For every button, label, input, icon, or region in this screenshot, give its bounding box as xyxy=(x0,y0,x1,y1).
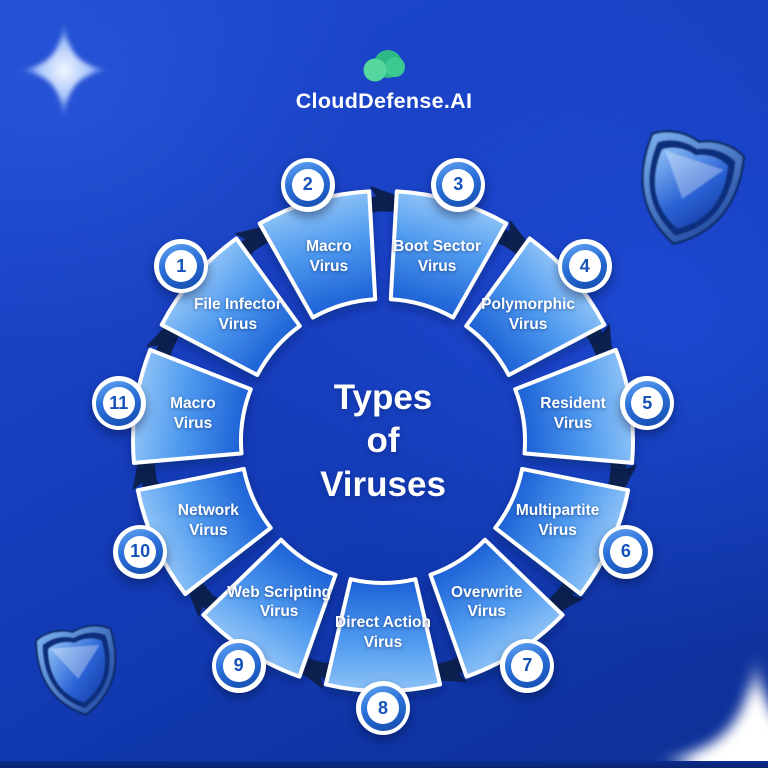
segment-number: 5 xyxy=(642,392,653,413)
segment-wedge xyxy=(493,466,631,596)
segment-wedge xyxy=(388,189,509,320)
segment-number-badge: 2 xyxy=(280,157,335,212)
bottom-edge-strip xyxy=(0,761,768,768)
green-cloud-icon xyxy=(363,50,405,82)
segment-number: 9 xyxy=(233,655,244,676)
segment-number-badge: 11 xyxy=(91,376,146,430)
segment-number: 4 xyxy=(579,255,590,276)
segment-number: 11 xyxy=(109,392,129,413)
segment-number-badge: 6 xyxy=(598,524,653,579)
brand-header: CloudDefense.AI xyxy=(0,48,768,114)
segment-wedge xyxy=(323,577,443,693)
title-line: Viruses xyxy=(320,464,446,504)
segment-wedge xyxy=(131,347,253,465)
title-line: of xyxy=(366,421,400,461)
segment-wedge xyxy=(257,189,378,320)
diagram-title: Types of Viruses xyxy=(320,376,446,506)
segment-number: 8 xyxy=(377,697,388,718)
segment-number: 3 xyxy=(453,174,464,195)
segment-number-badge: 3 xyxy=(431,157,486,212)
segment-number-badge: 8 xyxy=(356,681,410,735)
segment-number-badge: 7 xyxy=(500,638,555,693)
segment-number-badge: 4 xyxy=(557,239,612,294)
segment-wedge xyxy=(464,236,607,377)
segment-number: 6 xyxy=(620,541,631,562)
segment-number-badge: 9 xyxy=(211,638,266,693)
segment-number: 1 xyxy=(176,255,187,276)
segment-wedge xyxy=(513,347,635,465)
segment-number-badge: 1 xyxy=(154,239,209,294)
segment-wedge xyxy=(159,236,302,377)
segment-number-badge: 10 xyxy=(113,524,168,579)
segment-number: 10 xyxy=(130,541,151,562)
segment-number: 2 xyxy=(302,174,313,195)
brand-name: CloudDefense.AI xyxy=(295,89,473,113)
title-line: Types xyxy=(333,377,433,417)
segment-number-badge: 5 xyxy=(620,376,675,430)
segment-wedge xyxy=(135,466,273,596)
segment-number: 7 xyxy=(522,655,533,676)
